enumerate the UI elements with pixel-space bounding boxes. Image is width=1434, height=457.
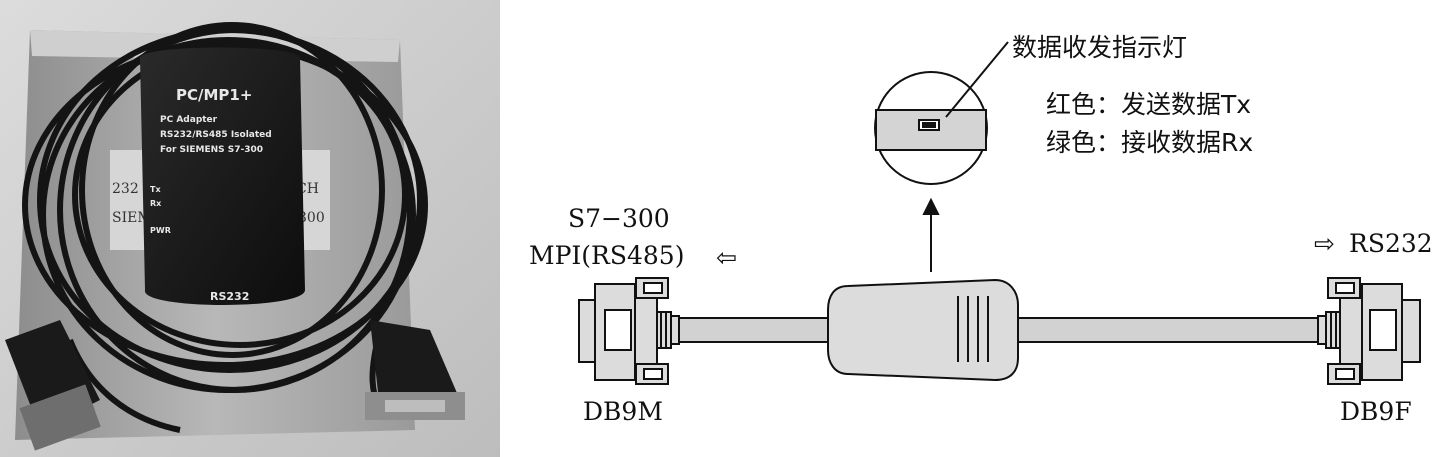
product-photo: 232 SIEM CH 300 PC/MP1+ PC Adapter RS232… xyxy=(0,0,500,457)
magnifier-arrowhead xyxy=(922,197,940,215)
box-left-text-2: SIEM xyxy=(112,210,152,226)
cable-left xyxy=(669,317,851,343)
right-db9-plug xyxy=(365,320,465,420)
left-db9-plug xyxy=(5,320,101,451)
s7-300-label: S7−300 xyxy=(568,204,670,233)
device-line-2: RS232/RS485 Isolated xyxy=(160,130,272,140)
adapter-module xyxy=(827,278,1019,382)
box-left-text-1: 232 xyxy=(112,181,139,197)
adapter-device: PC/MP1+ PC Adapter RS232/RS485 Isolated … xyxy=(140,47,305,305)
led-rx-label: Rx xyxy=(150,199,162,208)
device-line-3: For SIEMENS S7-300 xyxy=(160,145,263,155)
mpi-label: MPI(RS485) xyxy=(529,241,684,270)
left-arrow-icon: ⇦ xyxy=(716,243,737,272)
box-right-text-2: 300 xyxy=(298,210,325,226)
coiled-cable xyxy=(22,22,428,433)
port-label: RS232 xyxy=(210,290,249,303)
adapter-body xyxy=(140,47,305,305)
db9f-label: DB9F xyxy=(1340,397,1412,426)
db9m-label: DB9M xyxy=(583,397,663,426)
indicator-title: 数据收发指示灯 xyxy=(1012,33,1187,62)
db9f-connector xyxy=(1317,277,1421,385)
connection-diagram xyxy=(578,41,1421,385)
led-indicator-core xyxy=(922,122,936,128)
led-pwr-label: PWR xyxy=(150,226,171,235)
green-led-legend: 绿色：接收数据Rx xyxy=(1046,128,1253,157)
rs232-label: RS232 xyxy=(1349,229,1433,258)
red-led-legend: 红色：发送数据Tx xyxy=(1046,90,1251,119)
indicator-leader-line xyxy=(945,41,1009,118)
led-tx-label: Tx xyxy=(150,185,161,194)
device-title: PC/MP1+ xyxy=(176,86,252,104)
device-line-1: PC Adapter xyxy=(160,115,218,125)
right-arrow-icon: ⇨ xyxy=(1314,229,1335,258)
cable-right xyxy=(999,317,1331,343)
db9m-connector xyxy=(578,277,680,385)
